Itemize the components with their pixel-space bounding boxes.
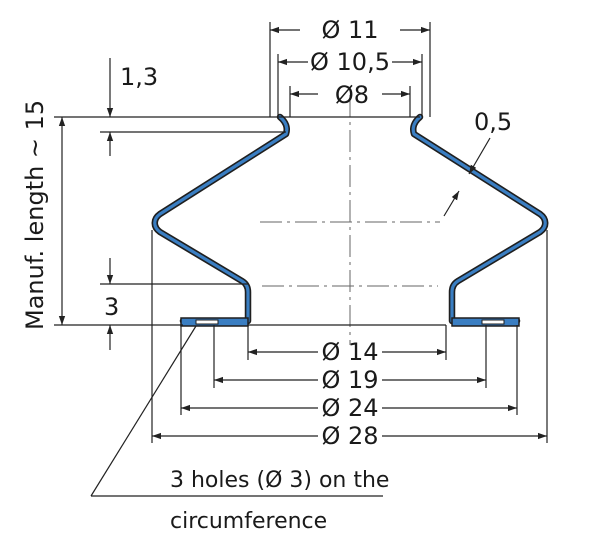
dim-wall-thickness: 0,5 (443, 108, 512, 217)
dim-top-lip: 1,3 (106, 58, 158, 156)
dim-d14: Ø 14 (248, 338, 446, 366)
bellows-left-profile (151, 113, 290, 327)
dim-d8: Ø8 (290, 81, 410, 109)
holes-note-line1: 3 holes (Ø 3) on the (170, 468, 389, 493)
dim-d19: Ø 19 (214, 366, 486, 394)
label-d28: Ø 28 (321, 422, 378, 450)
holes-note-line2: circumference (170, 509, 327, 534)
dim-d24: Ø 24 (181, 394, 517, 422)
dim-d10-5: Ø 10,5 (278, 48, 422, 76)
dim-d11: Ø 11 (270, 16, 430, 44)
label-flange-height: 3 (104, 293, 119, 321)
label-d14: Ø 14 (321, 338, 378, 366)
label-top-lip: 1,3 (120, 63, 158, 91)
left-extension-lines (54, 116, 286, 326)
label-wall-thickness: 0,5 (474, 108, 512, 136)
bellows-right-profile (410, 113, 549, 327)
holes-leader (90, 325, 383, 497)
dim-length: Manuf. length ~ 15 (21, 100, 66, 330)
center-lines (260, 95, 440, 345)
label-length: Manuf. length ~ 15 (21, 100, 49, 330)
label-d11: Ø 11 (321, 16, 378, 44)
label-d19: Ø 19 (321, 366, 378, 394)
dim-flange-height: 3 (104, 258, 119, 350)
label-d8: Ø8 (335, 81, 369, 109)
label-d24: Ø 24 (321, 394, 378, 422)
bottom-extension-lines (151, 230, 548, 443)
label-d10-5: Ø 10,5 (310, 48, 390, 76)
dim-d28: Ø 28 (152, 422, 547, 450)
